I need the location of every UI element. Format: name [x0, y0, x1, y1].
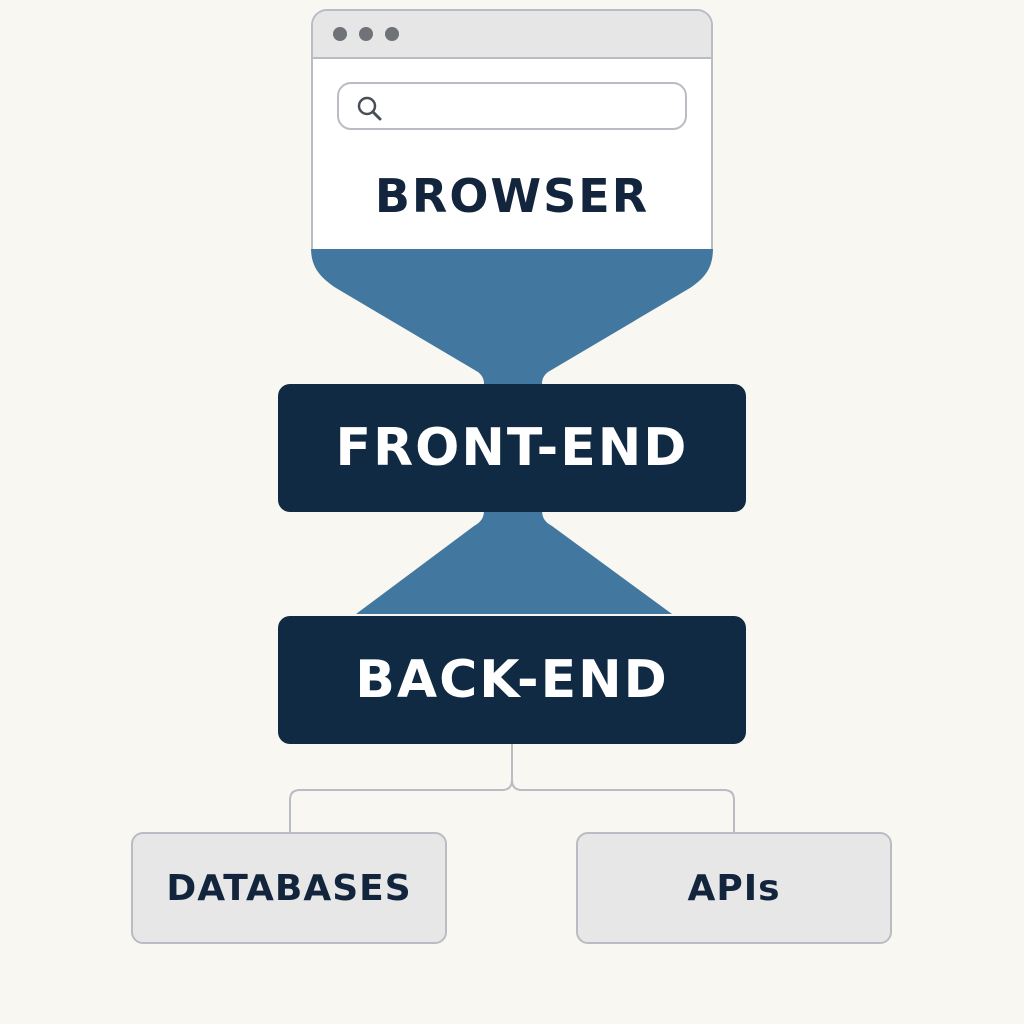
browser-title-bar — [313, 11, 711, 59]
apis-label: APIs — [687, 867, 781, 909]
apis-box: APIs — [576, 832, 892, 944]
frontend-to-backend-funnel — [356, 510, 672, 614]
window-dot-icon — [385, 27, 399, 41]
frontend-label: FRONT-END — [335, 418, 689, 478]
frontend-box: FRONT-END — [278, 384, 746, 512]
backend-to-leaves-connector — [289, 744, 735, 832]
window-dot-icon — [359, 27, 373, 41]
browser-window: BROWSER — [311, 9, 713, 249]
backend-box: BACK-END — [278, 616, 746, 744]
databases-label: DATABASES — [166, 867, 412, 909]
search-input[interactable] — [337, 82, 687, 130]
backend-label: BACK-END — [355, 650, 669, 710]
search-icon — [357, 96, 382, 121]
browser-label: BROWSER — [374, 169, 650, 223]
window-dot-icon — [333, 27, 347, 41]
databases-box: DATABASES — [131, 832, 447, 944]
browser-to-frontend-funnel — [311, 248, 713, 384]
